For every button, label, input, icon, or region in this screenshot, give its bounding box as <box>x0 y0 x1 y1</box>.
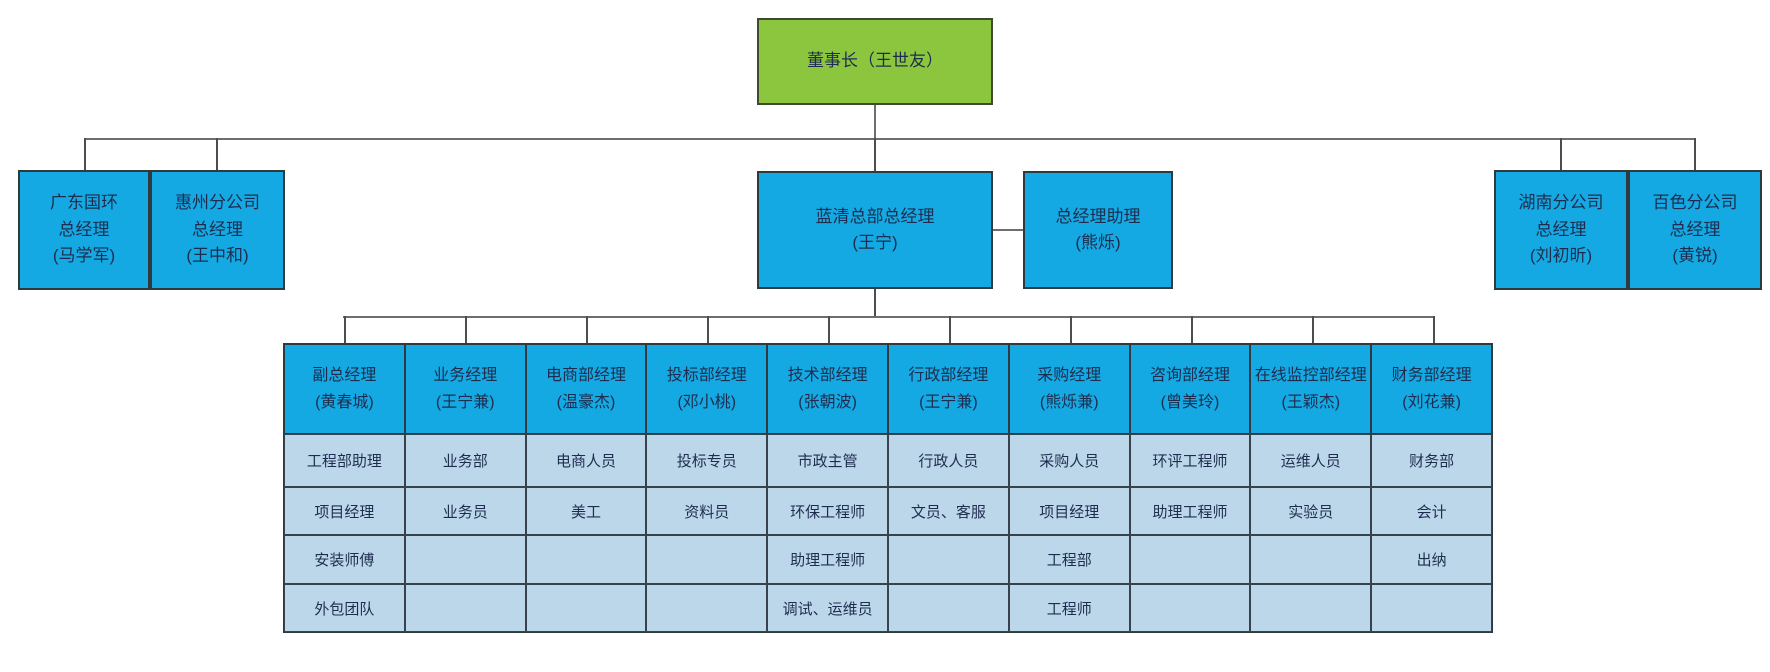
connector-drop-gd <box>84 138 86 170</box>
connector-department-drop <box>949 316 951 343</box>
department-staff-cell: 项目经理 <box>284 487 405 535</box>
department-staff-cell: 财务部 <box>1371 434 1492 487</box>
department-staff-cell: 市政主管 <box>767 434 888 487</box>
department-staff-cell <box>888 584 1009 632</box>
department-staff-cell: 美工 <box>525 487 647 535</box>
connector-root-drop <box>874 105 876 138</box>
department-staff-cell <box>404 584 526 632</box>
department-staff-cell <box>525 535 647 584</box>
department-staff-cell: 采购人员 <box>1008 434 1130 487</box>
connector-department-drop <box>1433 316 1435 343</box>
department-staff-cell <box>1371 584 1492 632</box>
department-staff-cell <box>1250 584 1372 632</box>
department-staff-cell <box>646 535 768 584</box>
department-staff-cell: 电商人员 <box>525 434 647 487</box>
connector-department-drop <box>1191 316 1193 343</box>
department-header-cell: 副总经理 (黄春城) <box>284 344 405 434</box>
connector-department-drop <box>1312 316 1314 343</box>
connector-department-drop <box>828 316 830 343</box>
connector-department-drop <box>1070 316 1072 343</box>
department-header-cell: 咨询部经理 (曾美玲) <box>1129 344 1251 434</box>
department-staff-cell: 出纳 <box>1371 535 1492 584</box>
department-staff-cell: 运维人员 <box>1250 434 1372 487</box>
department-staff-cell: 会计 <box>1371 487 1492 535</box>
department-staff-cell: 工程部 <box>1008 535 1130 584</box>
connector-department-drop <box>465 316 467 343</box>
department-staff-cell: 文员、客服 <box>888 487 1009 535</box>
connector-department-drop <box>586 316 588 343</box>
department-header-cell: 采购经理 (熊烁兼) <box>1008 344 1130 434</box>
department-staff-cell <box>1129 584 1251 632</box>
department-staff-cell: 实验员 <box>1250 487 1372 535</box>
node-lanqing-hq-gm: 蓝清总部总经理 (王宁) <box>757 171 993 289</box>
department-header-cell: 在线监控部经理 (王颖杰) <box>1250 344 1372 434</box>
department-header-cell: 技术部经理 (张朝波) <box>767 344 888 434</box>
department-staff-cell: 资料员 <box>646 487 768 535</box>
department-header-cell: 投标部经理 (邓小桃) <box>646 344 768 434</box>
department-staff-cell: 投标专员 <box>646 434 768 487</box>
department-staff-cell: 环保工程师 <box>767 487 888 535</box>
department-staff-cell: 工程师 <box>1008 584 1130 632</box>
department-staff-cell: 业务部 <box>404 434 526 487</box>
department-header-cell: 业务经理 (王宁兼) <box>404 344 526 434</box>
department-header-cell: 电商部经理 (温豪杰) <box>525 344 647 434</box>
connector-hq-drop <box>874 289 876 317</box>
node-guangdong-guohuan-gm: 广东国环 总经理 (马学军) <box>18 170 150 290</box>
department-staff-cell <box>646 584 768 632</box>
connector-drop-hz <box>216 138 218 170</box>
connector-assistant-link <box>993 229 1023 231</box>
connector-drop-bs <box>1694 138 1696 170</box>
department-staff-cell: 项目经理 <box>1008 487 1130 535</box>
department-staff-cell <box>1129 535 1251 584</box>
department-table: 副总经理 (黄春城)业务经理 (王宁兼)电商部经理 (温豪杰)投标部经理 (邓小… <box>283 343 1493 633</box>
node-hunan-branch-gm: 湖南分公司 总经理 (刘初昕) <box>1494 170 1628 290</box>
department-header-cell: 行政部经理 (王宁兼) <box>888 344 1009 434</box>
node-huizhou-branch-gm: 惠州分公司 总经理 (王中和) <box>150 170 285 290</box>
department-header-cell: 财务部经理 (刘花兼) <box>1371 344 1492 434</box>
department-staff-cell: 工程部助理 <box>284 434 405 487</box>
department-staff-cell: 业务员 <box>404 487 526 535</box>
connector-drop-hq <box>874 138 876 171</box>
department-staff-cell: 行政人员 <box>888 434 1009 487</box>
department-staff-cell: 助理工程师 <box>767 535 888 584</box>
node-baise-branch-gm: 百色分公司 总经理 (黄锐) <box>1628 170 1762 290</box>
department-staff-cell <box>888 535 1009 584</box>
connector-drop-hn <box>1560 138 1562 170</box>
connector-bus-departments <box>343 316 1434 318</box>
connector-department-drop <box>707 316 709 343</box>
department-staff-cell: 安装师傅 <box>284 535 405 584</box>
department-staff-cell <box>404 535 526 584</box>
department-staff-cell: 环评工程师 <box>1129 434 1251 487</box>
department-staff-cell: 调试、运维员 <box>767 584 888 632</box>
department-staff-cell <box>1250 535 1372 584</box>
connector-bus-level2 <box>84 138 1696 140</box>
connector-department-drop <box>344 316 346 343</box>
node-chairman: 董事长（王世友） <box>757 18 993 105</box>
node-gm-assistant: 总经理助理 (熊烁) <box>1023 171 1173 289</box>
department-staff-cell: 外包团队 <box>284 584 405 632</box>
department-staff-cell <box>525 584 647 632</box>
department-staff-cell: 助理工程师 <box>1129 487 1251 535</box>
